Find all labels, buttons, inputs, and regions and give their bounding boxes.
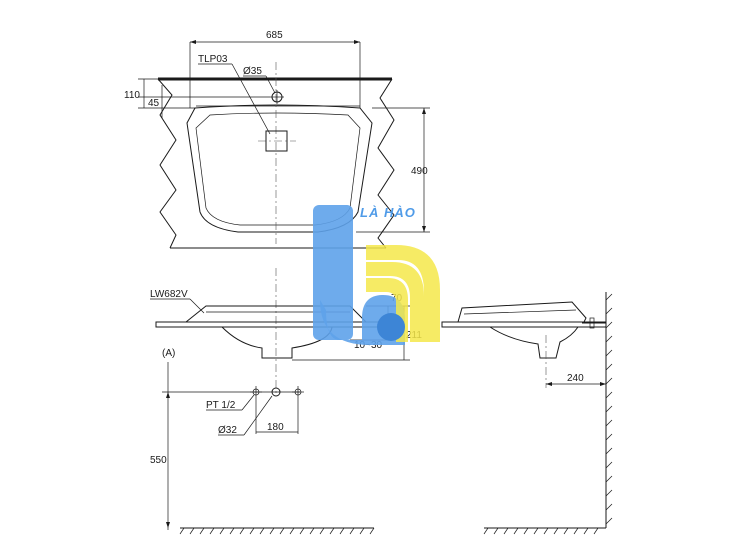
depth-arrow-bottom: [422, 226, 426, 232]
drain-square: [265, 130, 288, 152]
width-label: 685: [266, 30, 283, 41]
drain-label: TLP03: [198, 54, 228, 65]
waste-leader: [243, 395, 273, 436]
basin-rim: [185, 305, 367, 323]
waste-size-label: Ø32: [218, 425, 237, 436]
wall-hatch: [605, 293, 613, 525]
drain-leader: [231, 63, 271, 135]
counter-thickness-label: 10~30: [354, 340, 383, 351]
logo-blue-dot: [377, 313, 405, 341]
floor-hatch: [179, 527, 375, 535]
left-break-line: [157, 78, 177, 249]
watermark-logo: LÀ HÀO: [313, 205, 440, 345]
tap-hole-label: Ø35: [243, 66, 262, 77]
pipe-fittings: [250, 386, 304, 398]
side-floor-hatch: [483, 527, 599, 535]
pipe-leader: [241, 394, 255, 411]
depth-arrow-top: [422, 108, 426, 114]
wall-offset-arrow-left: [546, 382, 552, 386]
side-pipe-flange: [589, 317, 595, 329]
side-basin-bowl: [489, 326, 579, 359]
basin-leader: [189, 298, 205, 314]
reference-label: (A): [162, 348, 175, 359]
waste-fitting: [271, 387, 281, 397]
tap-leader: [265, 75, 276, 94]
logo-yellow-arc-middle: [366, 262, 424, 342]
wall-offset-arrow-right: [600, 382, 606, 386]
wall-offset-label: 240: [567, 373, 584, 384]
right-break-line: [377, 78, 395, 249]
floor-arrow-bottom: [166, 522, 170, 528]
top-offset-label: 110: [124, 90, 140, 101]
floor-height-label: 550: [150, 455, 167, 466]
side-basin-rim-inner: [463, 309, 577, 315]
basin-model-label: LW682V: [150, 289, 188, 300]
side-counter-slab: [441, 321, 607, 328]
side-basin-profile: [457, 301, 587, 323]
depth-label: 490: [411, 166, 428, 177]
width-arrow-right: [354, 40, 360, 44]
spacing-label: 180: [267, 422, 284, 433]
logo-yellow-arc-outer: [366, 245, 440, 342]
pipe-size-label: PT 1/2: [206, 400, 236, 411]
watermark-text: LÀ HÀO: [360, 205, 416, 220]
logo-blue-bar: [313, 205, 353, 340]
floor-arrow-top: [166, 392, 170, 398]
deck-offset-label: 45: [148, 98, 160, 109]
side-view: 240: [441, 292, 613, 535]
width-arrow-left: [190, 40, 196, 44]
